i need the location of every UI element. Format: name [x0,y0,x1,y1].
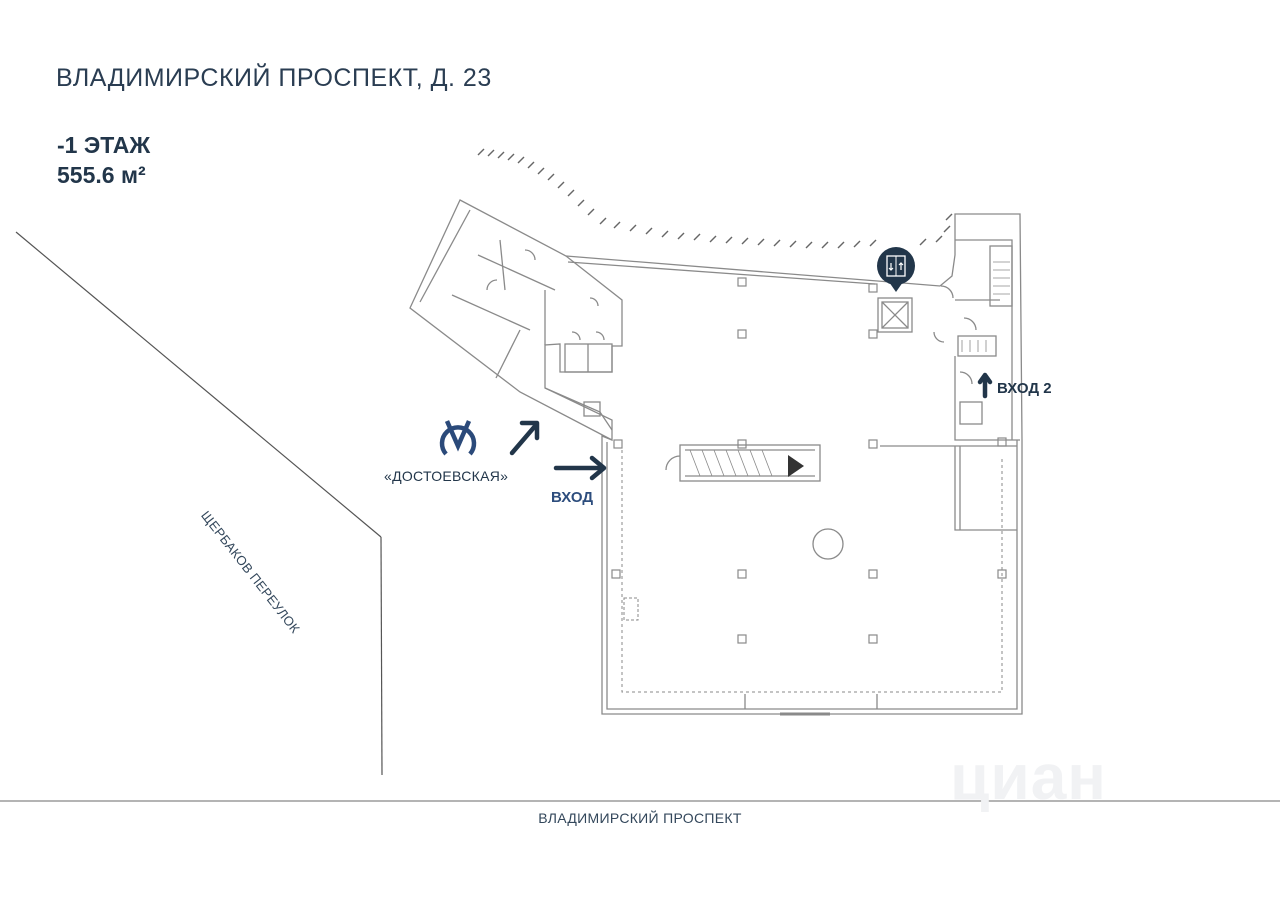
street-lines [0,231,1280,802]
right-staircase [961,261,1010,352]
metro-station-label: «ДОСТОЕВСКАЯ» [384,468,509,484]
floor-area: 555.6 м² [57,162,146,188]
elevator-icon [877,247,915,292]
entrance-label: ВХОД [551,489,594,506]
stair-treads [689,449,773,477]
floor-level: -1 ЭТАЖ [57,132,151,158]
stairs-triangle-icon [788,455,804,477]
entrance-2-label: ВХОД 2 [997,380,1052,397]
columns [611,277,1007,644]
page-title: ВЛАДИМИРСКИЙ ПРОСПЕКТ, Д. 23 [56,64,492,92]
floor-info: -1 ЭТАЖ 555.6 м² [57,130,150,190]
bottom-street-label: ВЛАДИМИРСКИЙ ПРОСПЕКТ [538,810,742,826]
arrow-icon [509,372,993,481]
watermark-logo: циан [950,741,1107,813]
building-walls [409,199,1023,716]
metro-icon [439,420,477,456]
hatched-wall [477,148,953,249]
